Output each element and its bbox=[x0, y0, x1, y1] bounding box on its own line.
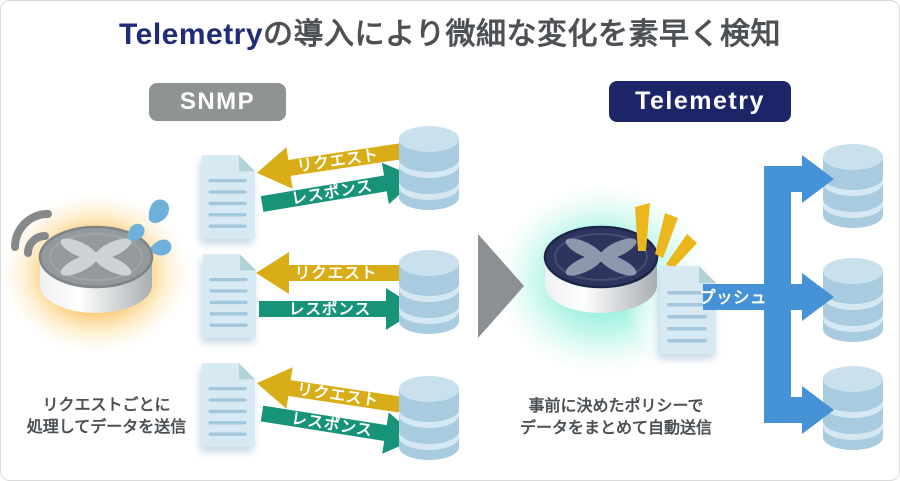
title-rest: の導入により微細な変化を素早く検知 bbox=[263, 18, 781, 51]
request-arrow bbox=[256, 141, 416, 189]
document-icon bbox=[201, 363, 256, 447]
response-arrow-label: レスポンス bbox=[290, 176, 374, 208]
response-arrow-label: レスポンス bbox=[290, 408, 374, 440]
transition-arrow-icon bbox=[478, 234, 524, 338]
snmp-caption: リクエストごとに 処理してデータを送信 bbox=[9, 395, 204, 439]
database-icon bbox=[399, 126, 459, 210]
database-icon bbox=[399, 376, 459, 460]
alert-sparks-icon bbox=[635, 203, 697, 270]
telemetry-caption: 事前に決めたポリシーで データをまとめて自動送信 bbox=[501, 396, 731, 440]
telemetry-caption-line1: 事前に決めたポリシーで bbox=[528, 398, 704, 415]
database-icon bbox=[823, 366, 883, 450]
push-arrows bbox=[703, 155, 834, 434]
snmp-caption-line2: 処理してデータを送信 bbox=[26, 419, 187, 436]
push-arrow-label: プッシュ bbox=[699, 287, 767, 307]
page-title: Telemetryの導入により微細な変化を素早く検知 bbox=[1, 9, 899, 53]
snmp-request-response-arrows bbox=[256, 141, 419, 454]
snmp-caption-line1: リクエストごとに bbox=[42, 397, 171, 414]
response-arrow bbox=[259, 288, 419, 330]
response-arrow-label: レスポンス bbox=[289, 299, 371, 318]
request-arrow bbox=[256, 367, 416, 415]
request-arrow bbox=[256, 252, 413, 294]
wifi-signal-icon bbox=[11, 210, 52, 257]
database-icon bbox=[823, 258, 883, 342]
database-icon bbox=[399, 250, 459, 334]
telemetry-section-badge: Telemetry bbox=[609, 81, 791, 122]
document-icon bbox=[201, 155, 256, 239]
database-icon bbox=[823, 144, 883, 228]
telemetry-caption-line2: データをまとめて自動送信 bbox=[519, 420, 712, 437]
push-arrow bbox=[764, 155, 834, 203]
sweat-drops-icon bbox=[127, 199, 172, 256]
request-arrow-label: リクエスト bbox=[296, 380, 380, 410]
push-arrow bbox=[703, 273, 834, 321]
response-arrow bbox=[260, 405, 419, 454]
request-arrow-label: リクエスト bbox=[296, 146, 380, 176]
document-icon bbox=[202, 254, 257, 338]
title-highlight: Telemetry bbox=[119, 18, 264, 51]
push-arrow bbox=[764, 386, 834, 434]
response-arrow bbox=[260, 162, 418, 212]
snmp-section-badge: SNMP bbox=[149, 83, 286, 121]
request-arrow-label: リクエスト bbox=[295, 264, 378, 282]
